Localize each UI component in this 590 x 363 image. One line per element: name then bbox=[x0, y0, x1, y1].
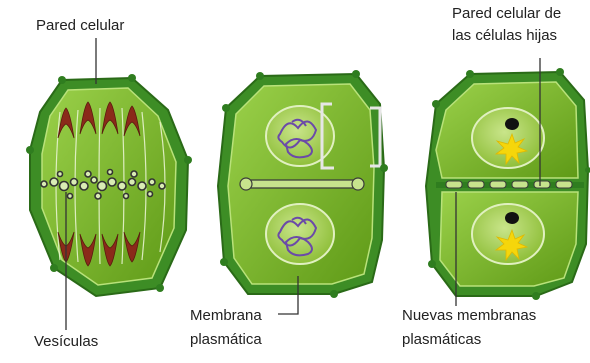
vesicle bbox=[71, 179, 78, 186]
cell-2-cell-plate bbox=[240, 178, 364, 190]
cell-1 bbox=[26, 74, 192, 296]
vesicle bbox=[68, 194, 73, 199]
vesicle bbox=[85, 171, 91, 177]
label-cell-wall: Pared celular bbox=[36, 16, 124, 35]
cell-3-new-wall bbox=[436, 181, 584, 188]
new-wall-segment bbox=[446, 181, 462, 188]
vesicle bbox=[91, 177, 97, 183]
label-daughter-wall-line1: Pared celular de bbox=[452, 4, 561, 23]
vesicle bbox=[58, 172, 63, 177]
cell-3 bbox=[426, 68, 590, 300]
vesicle bbox=[60, 182, 69, 191]
vesicle bbox=[149, 179, 155, 185]
vesicle bbox=[124, 194, 129, 199]
new-wall-segment bbox=[490, 181, 506, 188]
cell-3-nucleolus-top bbox=[505, 118, 519, 130]
vesicle bbox=[95, 193, 101, 199]
new-wall-segment bbox=[512, 181, 528, 188]
cell-3-nucleolus-bottom bbox=[505, 212, 519, 224]
vesicle bbox=[129, 179, 136, 186]
vesicle bbox=[159, 183, 165, 189]
vesicle bbox=[80, 182, 88, 190]
label-plasma-membrane-line1: Membrana bbox=[190, 306, 262, 325]
vesicle bbox=[118, 182, 126, 190]
new-wall-segment bbox=[468, 181, 484, 188]
vesicle bbox=[138, 182, 146, 190]
label-vesicles: Vesículas bbox=[34, 332, 98, 351]
new-wall-segment bbox=[534, 181, 550, 188]
cell-2 bbox=[218, 70, 388, 298]
vesicle bbox=[108, 178, 116, 186]
vesicle bbox=[50, 178, 58, 186]
vesicle bbox=[108, 170, 113, 175]
label-plasma-membrane-line2: plasmática bbox=[190, 330, 262, 349]
new-wall-segment bbox=[556, 181, 572, 188]
label-daughter-wall-line2: las células hijas bbox=[452, 26, 557, 45]
vesicle bbox=[131, 171, 137, 177]
vesicle bbox=[41, 181, 47, 187]
vesicle bbox=[148, 192, 153, 197]
label-new-membranes-line2: plasmáticas bbox=[402, 330, 481, 349]
vesicle bbox=[98, 182, 107, 191]
label-new-membranes-line1: Nuevas membranas bbox=[402, 306, 536, 325]
